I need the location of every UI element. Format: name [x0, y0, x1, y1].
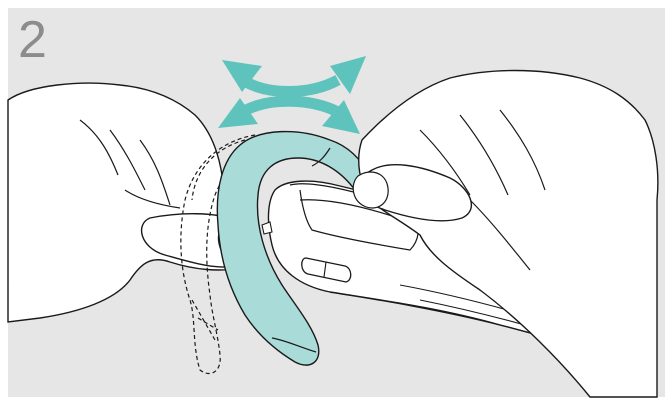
- right-thumbnail: [353, 172, 388, 208]
- arrow-top-curve: [246, 80, 338, 92]
- arrow-head-top-right: [330, 56, 366, 94]
- adjustment-arrows: [218, 56, 366, 134]
- arrow-bottom-curve: [246, 101, 338, 112]
